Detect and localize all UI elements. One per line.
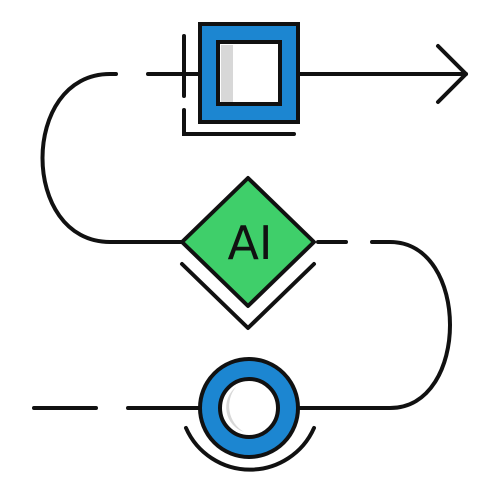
- connector-lines: [32, 44, 468, 410]
- diamond-shadow: [180, 262, 316, 330]
- connector-diamond-to-square: [40, 72, 184, 244]
- diamond-shape: [180, 176, 316, 308]
- connector-circle-to-diamond: [298, 240, 452, 410]
- circle-start-icon: [184, 357, 316, 472]
- circle-inner-shade: [226, 387, 244, 432]
- circle-shadow-arc: [184, 426, 316, 472]
- square-shadow-bracket: [182, 34, 296, 136]
- arrow-right-icon: [436, 44, 468, 104]
- square-process-icon: [182, 22, 300, 136]
- circle-inner: [218, 377, 280, 439]
- square-inner-shade: [221, 45, 233, 102]
- decision-node-label: AI: [227, 216, 272, 270]
- diamond-decision-icon: AI: [180, 176, 316, 330]
